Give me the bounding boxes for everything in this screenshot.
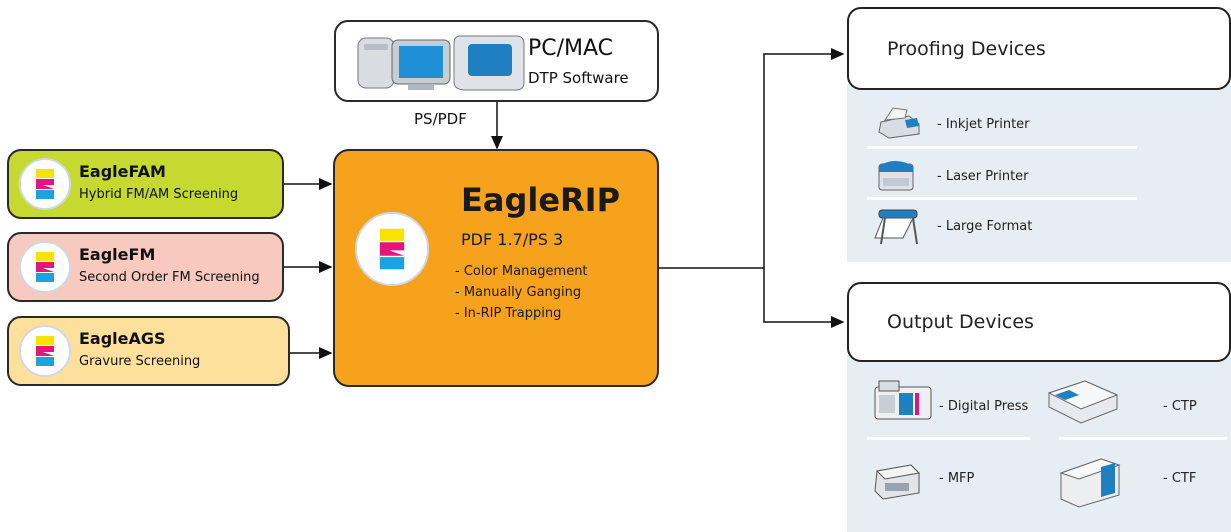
output-devices-header: Output Devices [847,282,1231,362]
proofing-devices-title: Proofing Devices [887,38,1046,60]
divider [867,437,1030,440]
proofing-devices-panel: - Inkjet Printer - Laser Printer - Large… [847,84,1231,262]
eaglefm-title: EagleFM [79,245,156,264]
divider [867,146,1137,149]
list-item: - Large Format [847,204,1231,249]
inkjet-printer-icon [878,107,920,139]
output-devices-title: Output Devices [887,311,1034,333]
feature-manually-ganging: - Manually Ganging [455,285,582,300]
inkjet-printer-label: - Inkjet Printer [937,117,1030,132]
large-format-label: - Large Format [937,219,1033,234]
eagle-logo-icon [19,325,71,377]
pcmac-subtitle: DTP Software [528,69,629,87]
computer-icon [357,35,525,91]
rip-to-output-arrow [763,268,845,328]
digital-press-label: - Digital Press [939,399,1029,414]
ps-pdf-label: PS/PDF [414,110,467,128]
list-item: - Inkjet Printer [847,102,1231,147]
mfp-icon [874,464,921,500]
ctp-icon [1047,380,1119,424]
rip-to-proofing-arrow [658,48,845,269]
eagleags-desc: Gravure Screening [79,354,201,369]
mfp-label: - MFP [939,471,975,486]
eaglerip-box: EagleRIP PDF 1.7/PS 3 - Color Management… [333,149,659,387]
pcmac-box: PC/MAC DTP Software [334,20,659,102]
feature-in-rip-trapping: - In-RIP Trapping [455,306,562,321]
large-format-icon [874,209,918,245]
eaglefam-box: EagleFAM Hybrid FM/AM Screening [7,149,284,219]
eaglerip-title: EagleRIP [461,181,621,219]
eaglefam-title: EagleFAM [79,162,166,181]
pcmac-title: PC/MAC [528,36,614,61]
eagle-logo-icon [355,212,429,286]
list-item: - Laser Printer [847,154,1231,199]
eaglefm-desc: Second Order FM Screening [79,270,260,285]
eagleags-box: EagleAGS Gravure Screening [7,316,290,386]
ctf-icon [1059,458,1121,508]
eagleags-title: EagleAGS [79,329,166,348]
output-devices-panel: - Digital Press - CTP - MFP - CTF [847,355,1231,532]
digital-press-icon [874,380,932,420]
divider [867,197,1137,200]
divider [1059,437,1227,440]
eaglerip-version: PDF 1.7/PS 3 [461,230,564,249]
proofing-devices-header: Proofing Devices [847,7,1231,90]
feature-color-management: - Color Management [455,264,588,279]
eagle-logo-icon [19,241,71,293]
eagle-logo-icon [19,158,71,210]
eaglefam-desc: Hybrid FM/AM Screening [79,187,239,202]
ctp-label: - CTP [1163,399,1197,414]
ctf-label: - CTF [1163,471,1197,486]
eaglefm-box: EagleFM Second Order FM Screening [7,232,284,302]
laser-printer-label: - Laser Printer [937,169,1029,184]
laser-printer-icon [878,161,914,191]
